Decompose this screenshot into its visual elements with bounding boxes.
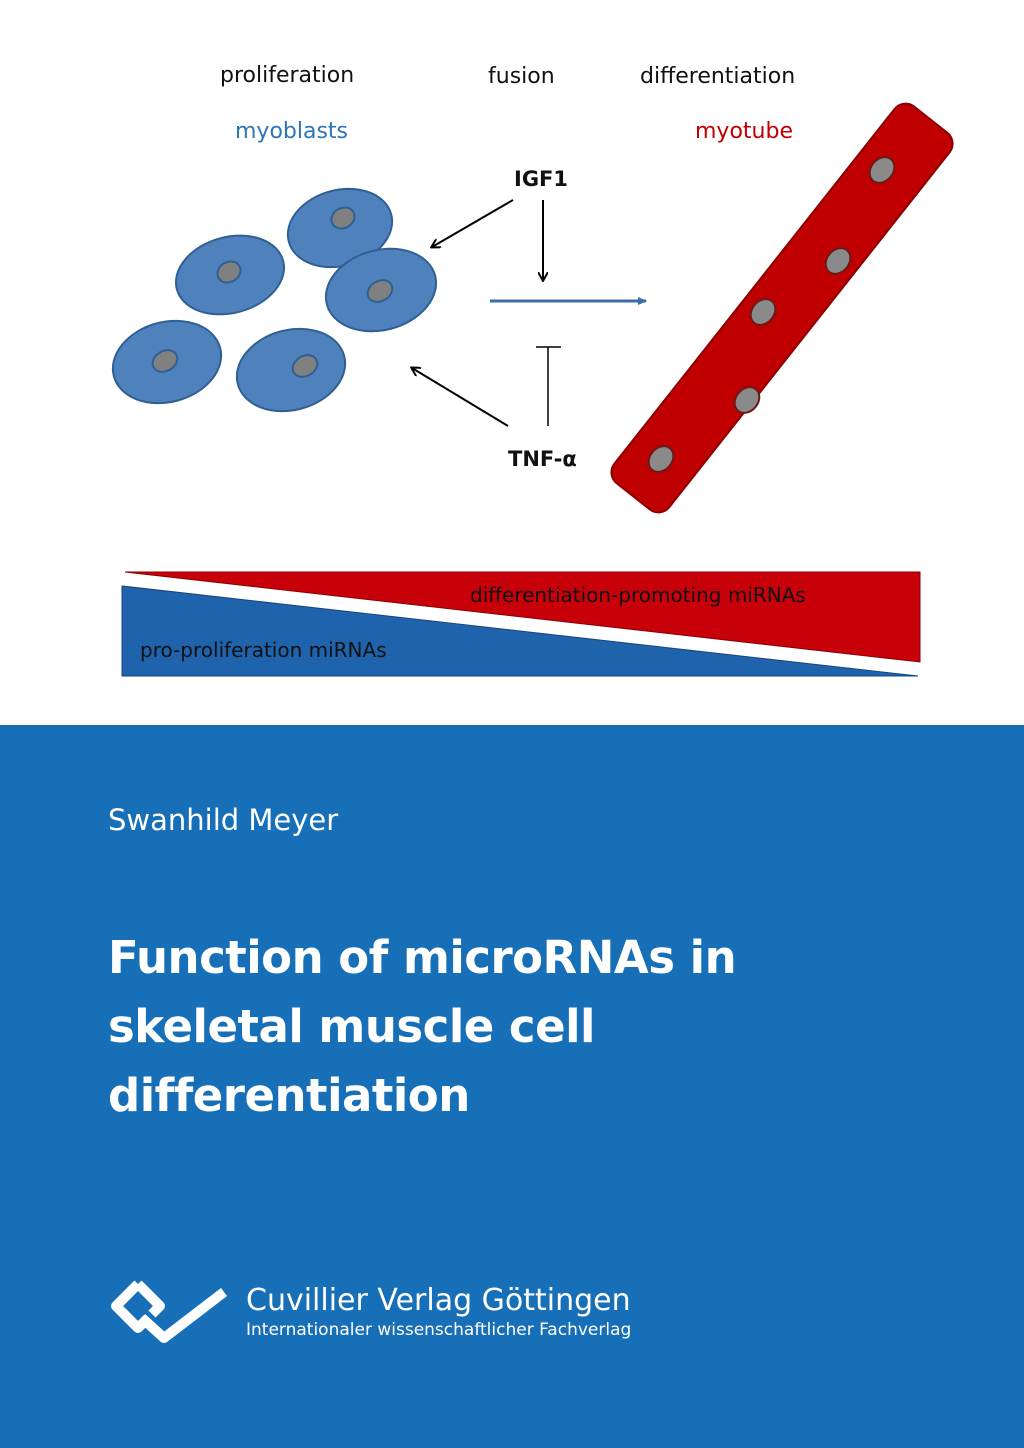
tnf-inhibition-bar [536,346,561,426]
stage-label-differentiation: differentiation [640,64,795,89]
publisher-info: Cuvillier Verlag Göttingen International… [246,1283,631,1340]
cover-panel: Swanhild Meyer Function of microRNAs in … [0,725,1024,1448]
igf1-label: IGF1 [514,167,568,191]
myoblast-nuclei [151,206,394,378]
tnf-to-myoblasts-arrow [412,368,509,427]
title-line: skeletal muscle cell [108,1000,595,1053]
myotube-label: myotube [695,119,793,144]
myoblast-cells [111,187,438,413]
publisher-name: Cuvillier Verlag Göttingen [246,1283,631,1318]
differentiation-mirna-label: differentiation-promoting miRNAs [470,583,806,607]
publisher-tagline: Internationaler wissenschaftlicher Fachv… [246,1320,632,1340]
stage-label-proliferation: proliferation [220,63,354,88]
myoblasts-label: myoblasts [235,119,348,144]
igf1-to-myoblasts-arrow [432,199,514,247]
stage-label-fusion: fusion [488,64,555,89]
differentiation-mirna-wedge [124,571,921,663]
book-title: Function of microRNAs in skeletal muscle… [108,923,737,1130]
proliferation-mirna-label: pro-proliferation miRNAs [140,638,387,662]
title-line: Function of microRNAs in [108,931,737,984]
title-line: differentiation [108,1069,470,1122]
author-name: Swanhild Meyer [108,803,339,837]
myoblast-cell [235,327,347,413]
proliferation-mirna-wedge [121,585,919,677]
cover-diagram: proliferation fusion differentiation myo… [111,63,954,677]
myotube [610,102,954,514]
tnf-alpha-label: TNF-α [508,447,577,471]
publisher-logo-icon [111,1280,228,1343]
